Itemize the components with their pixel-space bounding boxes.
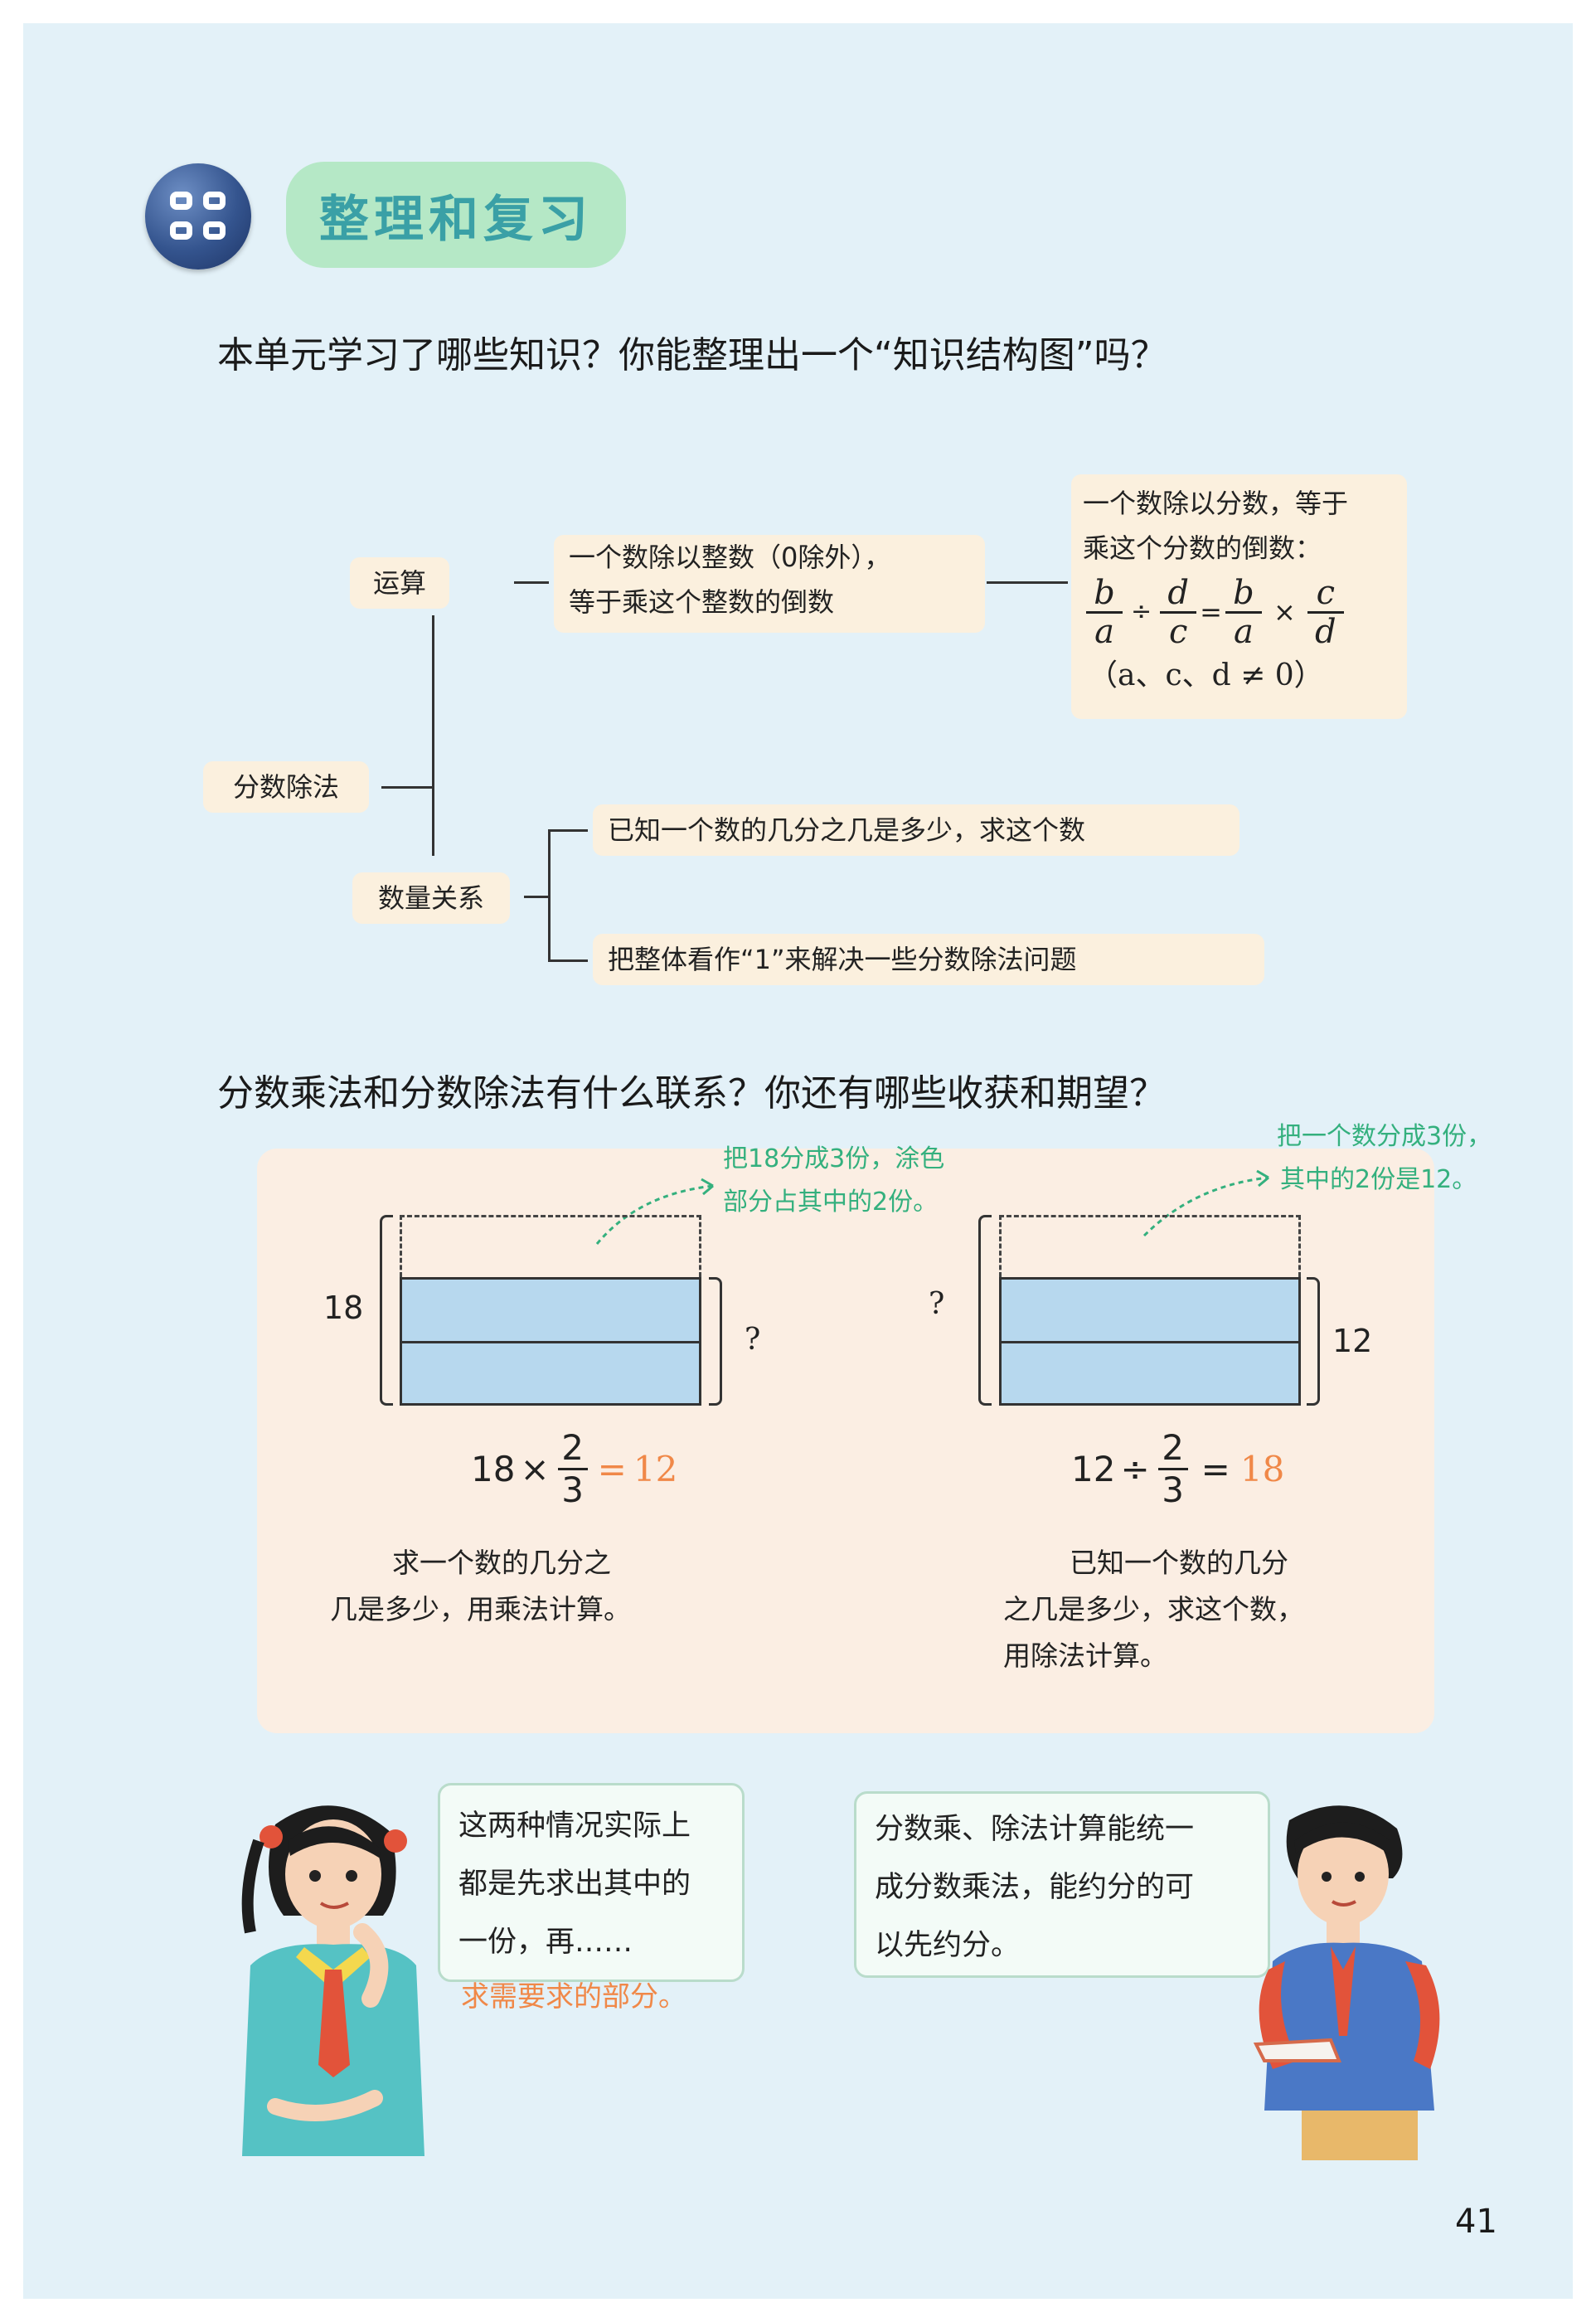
divide-sign: ÷ [1131,597,1152,626]
right-part-label: 12 [1332,1323,1373,1359]
left-eq-equals: = [597,1449,627,1489]
boy-bubble-line1: 分数乘、除法计算能统一 [875,1813,1195,1846]
formula-condition: （a、c、d ≠ 0） [1088,658,1324,692]
section-icon [145,163,251,270]
right-note-line2: 其中的2份是12。 [1280,1165,1477,1194]
right-note: 把一个数分成3份， 其中的2份是12。 [1277,1115,1492,1202]
left-whole-brace [380,1215,393,1406]
left-note: 把18分成3份，涂色 部分占其中的2份。 [723,1138,944,1224]
left-eq-result: 12 [633,1449,678,1489]
root-node: 分数除法 [203,761,369,813]
right-part-brace [1307,1277,1320,1406]
question-knowledge-map: 本单元学习了哪些知识？你能整理出一个“知识结构图”吗？ [217,334,1167,376]
boy-bubble-line2: 成分数乘法，能约分的可 [875,1871,1195,1904]
right-whole-brace [978,1215,992,1406]
right-caption-line1: 已知一个数的几分 [1070,1547,1288,1579]
page-number: 41 [1455,2203,1497,2241]
connector [548,829,588,832]
left-dashed-third [400,1215,701,1277]
equals-sign: = [1200,596,1222,628]
right-bar-divider [999,1341,1301,1343]
connector [548,829,551,962]
girl-bubble-line1: 这两种情况实际上 [458,1810,691,1843]
multiply-sign: × [1273,596,1296,628]
girl-illustration [241,1805,424,2156]
right-dashed-third [999,1215,1301,1277]
boy-speech-bubble: 分数乘、除法计算能统一 成分数乘法，能约分的可 以先约分。 [854,1791,1270,1978]
diagram-panel [257,1149,1434,1733]
rule-integer-line1: 一个数除以整数（0除外）， [569,542,891,573]
rule-fraction-line2: 乘这个分数的倒数： [1083,532,1322,564]
connector [514,581,549,584]
right-caption-line2: 之几是多少，求这个数， [1003,1593,1304,1625]
left-eq-operator: × [520,1449,550,1489]
right-caption: 已知一个数的几分 之几是多少，求这个数， 用除法计算。 [1003,1540,1304,1679]
girl-handwritten-answer: 求需要求的部分。 [461,1980,686,2014]
girl-bubble-line3: 一份，再…… [458,1926,633,1959]
left-caption-line2: 几是多少，用乘法计算。 [330,1593,631,1625]
left-note-line1: 把18分成3份，涂色 [723,1144,945,1173]
right-whole-label: ? [929,1287,945,1321]
quantity-item-1: 已知一个数的几分之几是多少，求这个数 [593,804,1239,856]
left-note-arrow [595,1178,714,1245]
left-note-line2: 部分占其中的2份。 [723,1188,939,1217]
left-eq-operand: 18 [471,1449,516,1489]
rule-integer-box: 一个数除以整数（0除外）， 等于乘这个整数的倒数 [554,535,985,633]
left-part-label: ? [745,1323,761,1357]
girl-speech-bubble: 这两种情况实际上 都是先求出其中的 一份，再…… [438,1783,745,1982]
quantity-item-2: 把整体看作“1”来解决一些分数除法问题 [593,934,1264,985]
left-part-brace [709,1277,722,1406]
connector [987,581,1068,584]
right-note-arrow [1142,1169,1269,1237]
connector [432,615,434,856]
right-eq-equals: = [1201,1449,1230,1489]
question-connection: 分数乘法和分数除法有什么联系？你还有哪些收获和期望？ [217,1072,1166,1115]
boy-illustration [1253,1805,1440,2160]
connector [548,959,588,962]
right-eq-operator: ÷ [1120,1449,1150,1489]
right-caption-line3: 用除法计算。 [1003,1639,1167,1672]
boy-bubble-line3: 以先约分。 [875,1929,1021,1962]
girl-bubble-line2: 都是先求出其中的 [458,1868,691,1901]
left-bar-divider [400,1341,701,1343]
rule-integer-line2: 等于乘这个整数的倒数 [569,586,835,618]
left-caption: 求一个数的几分之 几是多少，用乘法计算。 [330,1540,631,1633]
quantity-node: 数量关系 [352,872,510,924]
operation-node: 运算 [350,557,449,609]
connector [524,896,549,898]
section-title: 整理和复习 [286,162,626,268]
right-eq-operand: 12 [1071,1449,1116,1489]
right-note-line1: 把一个数分成3份， [1277,1122,1492,1151]
connector [381,786,433,789]
left-whole-label: 18 [323,1290,364,1326]
left-caption-line1: 求一个数的几分之 [392,1547,611,1579]
right-eq-result: 18 [1239,1449,1285,1489]
rule-fraction-line1: 一个数除以分数，等于 [1083,488,1349,519]
